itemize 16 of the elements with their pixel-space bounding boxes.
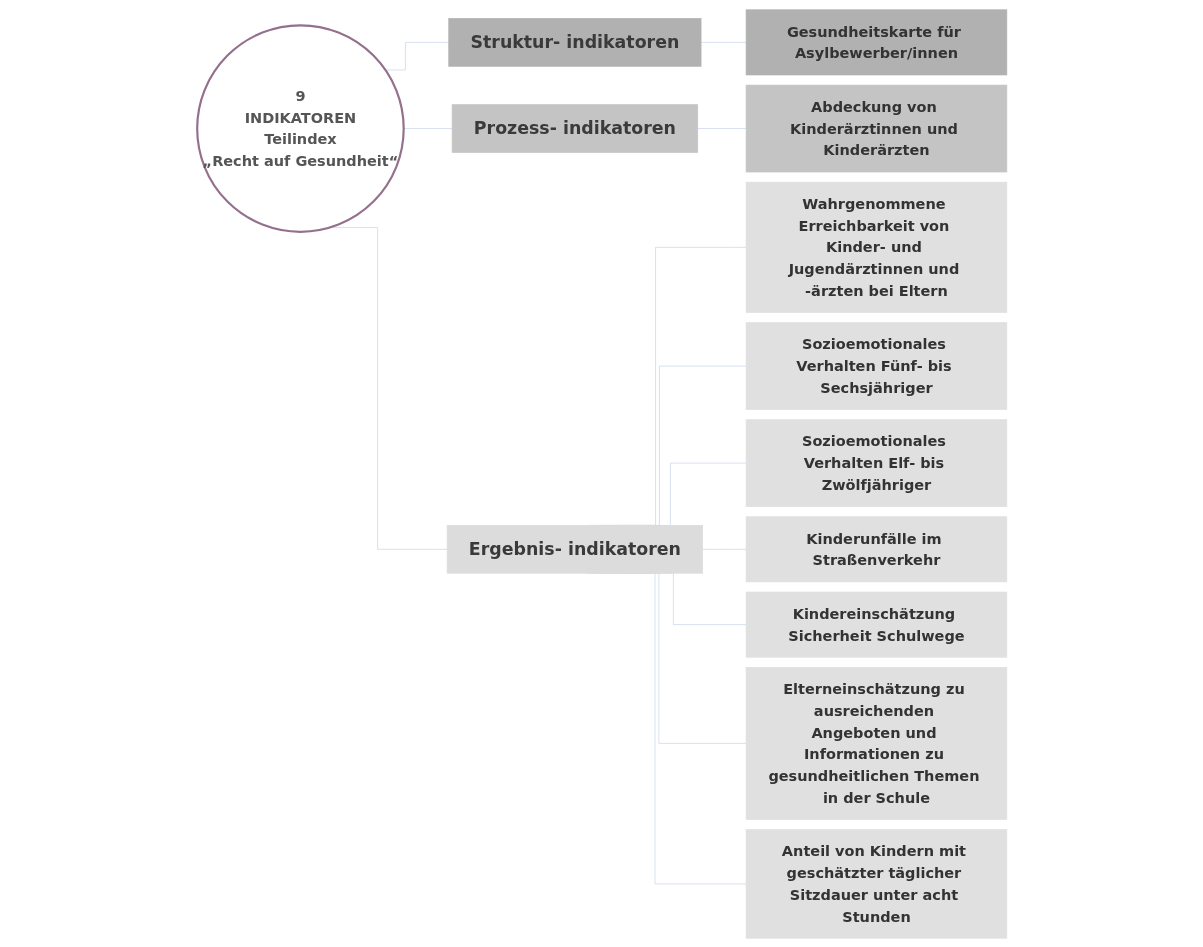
node-box: Ergebnis- indikatoren <box>446 524 703 574</box>
node-box: Struktur- indikatoren <box>447 17 701 67</box>
node-box: Sozioemotionales Verhalten Fünf- bis Sechsjähriger <box>745 321 1007 410</box>
connector <box>696 127 746 129</box>
node-box: Gesundheitskarte für Asylbewerber/innen <box>745 8 1007 75</box>
node-circle: 9 INDIKATOREN Teilindex „Recht auf Gesundheit“ <box>195 23 405 233</box>
node-box: Elterneinschätzung zu ausreichenden Angeboten und Informationen zu gesundheitlichen Themen in der Schule <box>745 666 1007 820</box>
node-box: Anteil von Kindern mit geschätzter täglicher Sitzdauer unter acht Stunden <box>745 828 1007 939</box>
node-box: Kinderunfälle im Straßenverkehr <box>745 515 1007 582</box>
connector <box>700 41 746 43</box>
node-box: Kindereinschätzung Sicherheit Schulwege <box>745 591 1007 658</box>
node-box: Abdeckung von Kinderärztinnen und Kinderärzten <box>745 84 1007 172</box>
connector <box>701 548 746 550</box>
node-box: Prozess- indikatoren <box>451 103 698 153</box>
node-box: Wahrgenommene Erreichbarkeit von Kinder- und Jugendärztinnen und -ärzten bei Eltern <box>745 181 1007 313</box>
node-box: Sozioemotionales Verhalten Elf- bis Zwölfjähriger <box>745 418 1007 507</box>
